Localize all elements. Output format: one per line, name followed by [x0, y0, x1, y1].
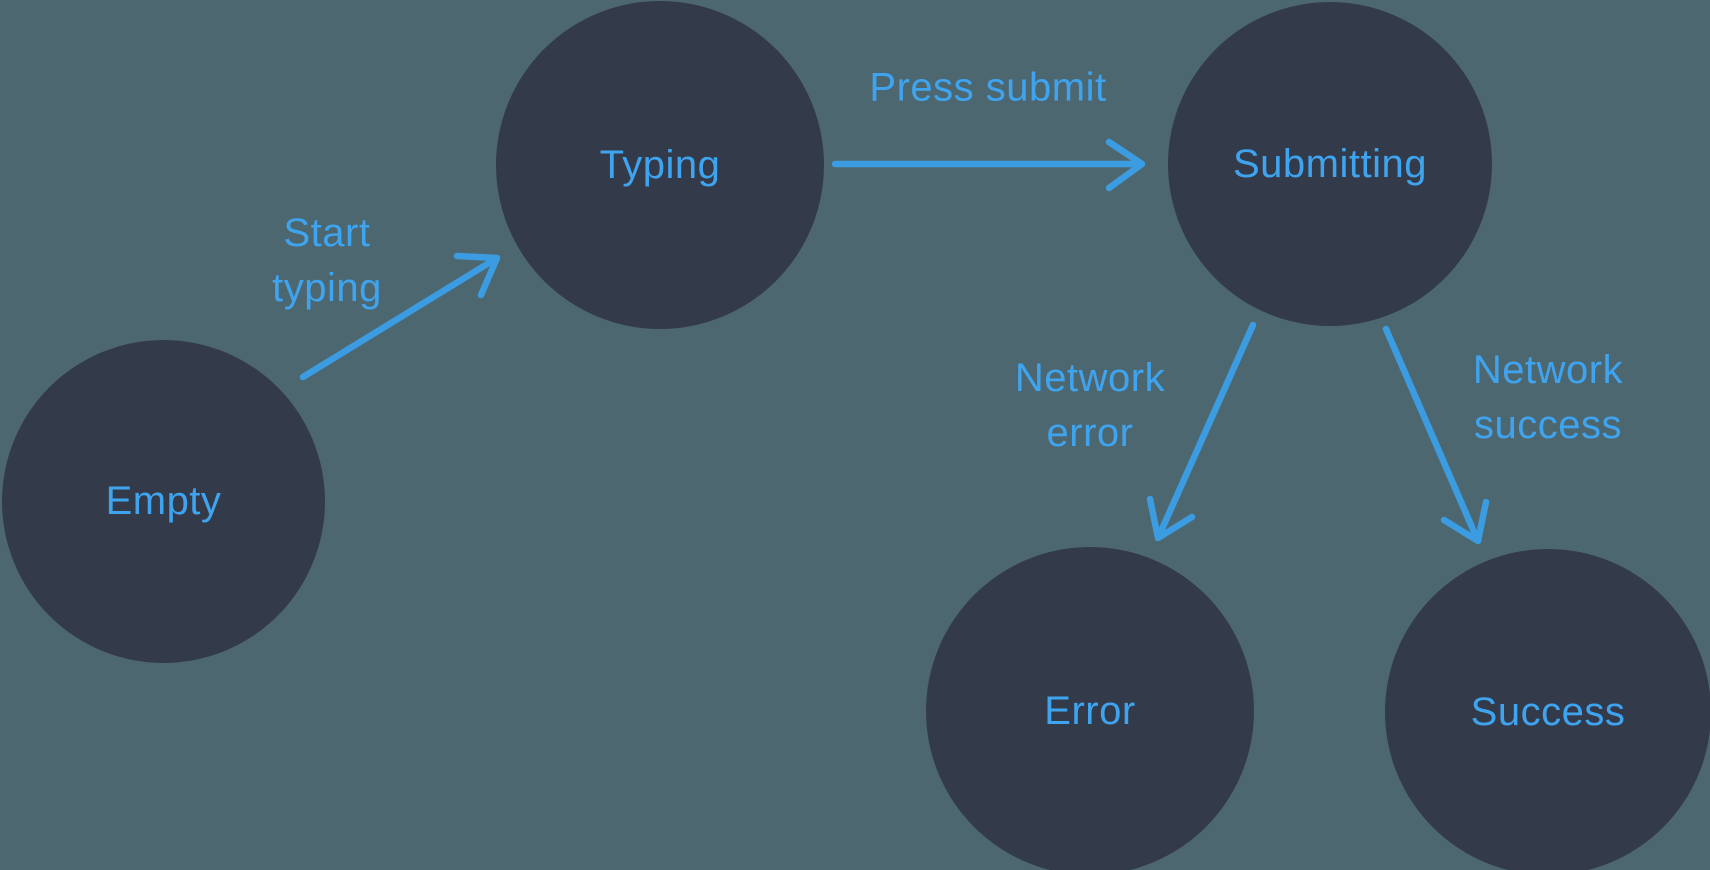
- transition-label-network-error: Network error: [1015, 351, 1165, 461]
- transition-label-start-typing: Start typing: [272, 206, 382, 316]
- transition-label-line: success: [1473, 403, 1622, 447]
- transition-label-line: typing: [272, 266, 382, 310]
- transition-label-line: Start: [283, 211, 371, 255]
- transition-label-line: Press submit: [869, 65, 1107, 110]
- state-label-success: Success: [1470, 689, 1626, 734]
- state-node-typing: Typing: [496, 1, 824, 329]
- transition-label-line: Network: [1014, 356, 1166, 400]
- state-node-submitting: Submitting: [1168, 2, 1492, 326]
- arrow-network-error: [1146, 321, 1257, 542]
- state-label-typing: Typing: [599, 142, 721, 187]
- state-label-submitting: Submitting: [1233, 141, 1427, 186]
- state-node-empty: Empty: [2, 340, 325, 663]
- arrow-press-submit: [831, 138, 1146, 192]
- transition-label-network-success: Network success: [1473, 343, 1623, 453]
- state-node-success: Success: [1385, 549, 1710, 870]
- transition-label-press-submit: Press submit: [869, 61, 1106, 116]
- arrow-start-typing: [299, 252, 501, 381]
- state-node-error: Error: [926, 547, 1254, 870]
- arrow-network-success: [1382, 325, 1490, 545]
- transition-label-line: error: [1046, 411, 1134, 455]
- state-label-empty: Empty: [105, 479, 222, 523]
- transition-label-line: Network: [1472, 348, 1624, 392]
- state-label-error: Error: [1044, 688, 1136, 733]
